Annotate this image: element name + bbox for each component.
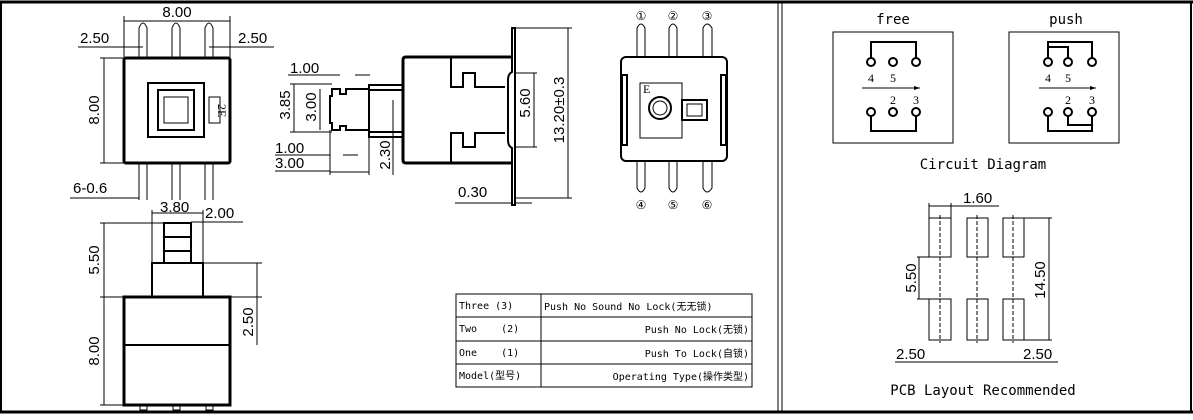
free-state-box: [832, 31, 954, 144]
plunger-head: [329, 88, 369, 131]
circuit-caption: Circuit Diagram: [920, 157, 1046, 173]
pcb-pads: [928, 215, 1025, 343]
top-view-body: [122, 56, 232, 165]
dim-left-margin: 2.50: [80, 30, 109, 47]
terminal-3: 3: [1089, 93, 1095, 107]
mark-plate: [208, 96, 221, 124]
table-row-model: Two (2): [459, 324, 519, 335]
push-title: push: [1049, 12, 1083, 28]
dim-right-margin: 2.50: [238, 30, 267, 47]
table-row-model: One (1): [459, 348, 519, 359]
front-view-body: [620, 56, 728, 162]
front-view: E ① ② ③ ④ ⑤ ⑥: [620, 9, 728, 212]
dim-plunger-length: 3.00: [275, 155, 304, 172]
table-row-type: Push No Sound No Lock(无无锁): [544, 300, 712, 313]
top-view-pins: [138, 22, 214, 200]
dim-stem-offset: 2.00: [205, 205, 234, 222]
terminal-5: 5: [1065, 71, 1071, 85]
dim-width: 8.00: [162, 4, 191, 21]
pin-label-3: ③: [702, 9, 713, 23]
dim-stroke: 5.50: [86, 245, 103, 274]
logo-mark: E: [643, 82, 650, 96]
plunger-stem: [163, 222, 192, 264]
free-state-schematic: 4 5 2 3: [862, 41, 921, 132]
dim-plunger-height: 3.85: [277, 90, 294, 119]
pin-label-1: ①: [636, 9, 647, 23]
terminal-4: 4: [868, 71, 874, 85]
dim-pad-gap: 5.50: [903, 263, 920, 292]
terminal-5: 5: [890, 71, 896, 85]
plunger-window: [147, 82, 205, 138]
table-header-type: Operating Type(操作类型): [613, 370, 749, 383]
pin-label-4: ④: [636, 198, 647, 212]
terminal-3: 3: [913, 93, 919, 107]
terminal-2: 2: [890, 93, 896, 107]
mark-text: 2E: [215, 104, 229, 117]
free-title: free: [876, 12, 910, 28]
dim-pins: 6-0.6: [73, 180, 107, 197]
dim-plate-thickness: 0.30: [458, 184, 487, 201]
mounting-plate: [507, 27, 516, 206]
collar: [151, 262, 204, 298]
table-row-model: Three (3): [459, 301, 513, 312]
dim-plate-height: 13.20±0.3: [551, 77, 568, 144]
dim-pitch-right: 2.50: [1023, 346, 1052, 363]
pin-label-2: ②: [668, 9, 679, 23]
dim-plunger-inner: 3.00: [303, 92, 320, 121]
dim-stem-width: 3.80: [160, 199, 189, 216]
side-view: 1.00 3.85 3.00 1.00 3.00 2.30 5.60 13.20…: [275, 27, 572, 206]
table-row-type: Push To Lock(自锁): [645, 347, 749, 360]
dim-plunger-top: 1.00: [290, 60, 319, 77]
push-state-schematic: 4 5 2 3: [1039, 41, 1097, 132]
pin-label-5: ⑤: [668, 198, 679, 212]
dim-body-height: 8.00: [86, 336, 103, 365]
pcb-caption: PCB Layout Recommended: [890, 383, 1075, 399]
pin-label-6: ⑥: [702, 198, 713, 212]
dim-plunger-bottom: 1.00: [275, 140, 304, 157]
bottom-view: 3.80 2.00 5.50 8.00 2.50: [86, 199, 262, 411]
terminal-2: 2: [1065, 93, 1071, 107]
dim-pad-width: 1.60: [963, 190, 992, 207]
logo-icon: [648, 96, 672, 120]
top-view: 2E 8.00 2.50 2.50 8.00 6-0.6: [70, 4, 274, 200]
table-row-type: Push No Lock(无锁): [645, 323, 749, 336]
dim-neck: 2.30: [377, 140, 394, 169]
table-header-model: Model(型号): [459, 369, 521, 382]
dim-pitch-left: 2.50: [896, 346, 925, 363]
bottom-view-body: [122, 295, 232, 407]
terminal-4: 4: [1045, 71, 1051, 85]
dim-slot: 5.60: [517, 88, 534, 117]
dim-collar: 2.50: [240, 307, 257, 336]
push-state-box: [1008, 31, 1120, 144]
pcb-layout: 1.60 5.50 14.50 2.50 2.50 PCB Layout Rec…: [890, 190, 1075, 399]
dim-total: 14.50: [1032, 261, 1049, 299]
dim-height: 8.00: [86, 95, 103, 124]
neck: [368, 84, 404, 138]
circuit-diagram: free push 4 5 2 3 4 5 2 3 Circuit Diagra…: [832, 12, 1120, 173]
operating-type-table: Three (3) Push No Sound No Lock(无无锁) Two…: [455, 293, 753, 388]
